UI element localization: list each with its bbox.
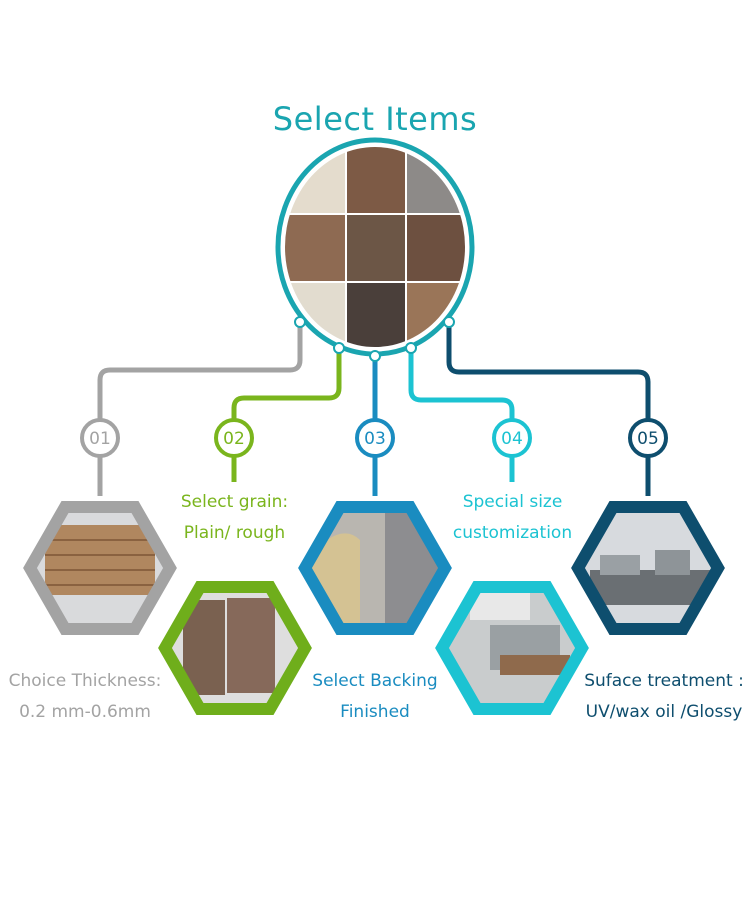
node-dot [443, 316, 455, 328]
step-number-03: 03 [364, 429, 386, 449]
step-04-detail: customization [452, 523, 573, 543]
step-01-title: Choice Thickness: [8, 671, 162, 691]
connector-05 [446, 322, 651, 496]
step-label-02: Select grain: Plain/ rough [172, 487, 297, 549]
step-number-01: 01 [89, 429, 111, 449]
step-number-05: 05 [637, 429, 659, 449]
cutting-machine-photo [442, 587, 582, 709]
step-02-detail: Plain/ rough [183, 523, 286, 543]
step-05-detail: UV/wax oil /Glossy [585, 702, 743, 722]
step-label-04: Special size customization [445, 487, 580, 549]
step-label-03: Select Backing Finished [305, 666, 445, 728]
backing-material-photo [305, 507, 445, 629]
step-label-05: Suface treatment : UV/wax oil /Glossy [578, 666, 750, 728]
connector-02 [231, 348, 342, 482]
step-badge-04 [492, 418, 532, 458]
step-badge-05 [628, 418, 668, 458]
step-label-01: Choice Thickness: 0.2 mm-0.6mm [0, 666, 170, 728]
connector-01 [97, 322, 303, 496]
step-badge-03 [355, 418, 395, 458]
step-badge-01 [80, 418, 120, 458]
walnut-sheet-photo [165, 587, 305, 709]
step-05-title: Suface treatment : [584, 671, 744, 691]
node-dot [369, 350, 381, 362]
step-01-detail: 0.2 mm-0.6mm [19, 702, 151, 722]
step-03-detail: Finished [340, 702, 410, 722]
node-dot [333, 342, 345, 354]
step-04-title: Special size [462, 492, 563, 512]
step-02-title: Select grain: [180, 492, 289, 512]
step-number-02: 02 [223, 429, 245, 449]
step-number-04: 04 [501, 429, 523, 449]
veneer-stack-photo [30, 507, 170, 629]
step-badge-02 [214, 418, 254, 458]
node-dot [294, 316, 306, 328]
veneer-collage-image [285, 147, 465, 347]
connector-04 [408, 348, 515, 482]
step-03-title: Select Backing [312, 671, 438, 691]
node-dot [405, 342, 417, 354]
page-title: Select Items [272, 100, 478, 138]
factory-line-photo [578, 507, 718, 629]
